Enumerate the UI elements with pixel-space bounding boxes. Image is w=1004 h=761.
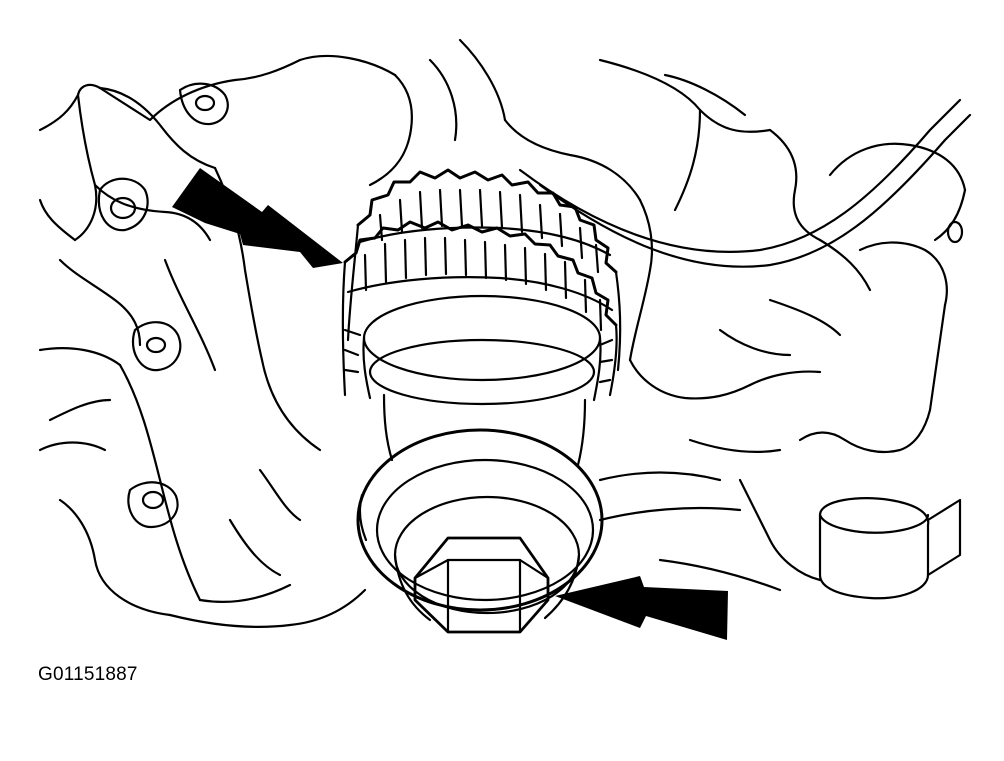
upper-left-arrow — [172, 168, 343, 268]
left-boss-hole-upper — [109, 196, 137, 220]
housing-casting — [38, 38, 972, 629]
right-casting-outline — [828, 142, 967, 192]
left-boss-upper — [97, 177, 149, 232]
bolt-flange — [393, 495, 581, 615]
washer-inner — [375, 458, 595, 602]
gear-shaft — [382, 393, 587, 467]
arrows — [172, 168, 728, 640]
drive-gear — [341, 168, 622, 467]
right-boss-hole — [946, 220, 964, 244]
bolt-assembly — [356, 428, 604, 634]
lower-right-arrow — [555, 576, 728, 640]
washer-outer — [356, 428, 604, 612]
upper-gear-teeth — [356, 168, 618, 274]
gear-hub-collar — [362, 294, 602, 382]
housing-left-outline — [38, 54, 397, 132]
figure-code: G01151887 — [38, 664, 138, 685]
left-boss-middle — [131, 321, 182, 372]
right-boss — [818, 497, 930, 600]
oil-pipe-lower — [538, 113, 972, 268]
lower-gear-teeth — [343, 220, 618, 327]
oil-pipe-upper — [518, 98, 962, 253]
left-boss-lower — [127, 481, 179, 529]
hex-bolt-head — [413, 536, 550, 634]
